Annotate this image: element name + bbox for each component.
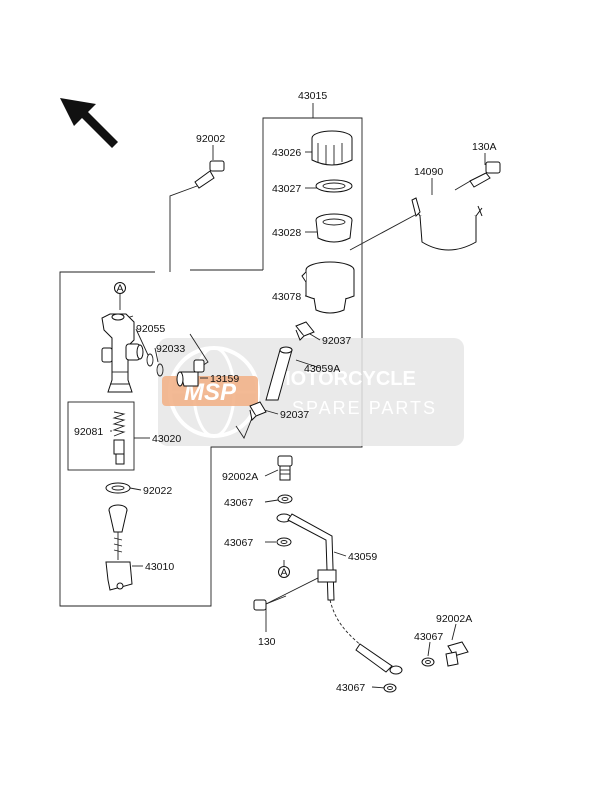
label-130A: 130A <box>472 141 497 153</box>
part-master-cylinder-body <box>101 313 144 393</box>
part-washer-43067-4 <box>383 683 397 693</box>
label-43067-1: 43067 <box>224 497 253 509</box>
label-92037-upper: 92037 <box>322 335 351 347</box>
label-92022: 92022 <box>143 485 172 497</box>
label-43078: 43078 <box>272 291 301 303</box>
label-43015: 43015 <box>298 90 327 102</box>
marker-a-bottom: A <box>278 566 290 579</box>
part-circlip-92022 <box>105 482 131 494</box>
part-banjo-bolt-92002A-upper <box>277 455 293 481</box>
assembly-outlines <box>59 117 363 607</box>
label-92037-lower: 92037 <box>280 409 309 421</box>
label-43026: 43026 <box>272 147 301 159</box>
part-banjo-bolt-92002A-lower <box>445 641 469 667</box>
label-92033: 92033 <box>156 343 185 355</box>
label-43010: 43010 <box>145 561 174 573</box>
part-lower-hose-end <box>355 643 403 675</box>
part-washer-43067-2 <box>276 537 292 547</box>
label-92002A-upper: 92002A <box>222 471 258 483</box>
part-piston-kit-43020 <box>112 411 126 465</box>
part-reservoir-cap-43026 <box>311 130 353 166</box>
label-14090: 14090 <box>414 166 443 178</box>
label-43067-2: 43067 <box>224 537 253 549</box>
label-43067-3: 43067 <box>414 631 443 643</box>
part-plate-43027 <box>315 179 353 193</box>
part-washer-43067-3 <box>421 657 435 667</box>
marker-a-bottom-label: A <box>280 567 287 579</box>
label-43067-4: 43067 <box>336 682 365 694</box>
label-13159: 13159 <box>210 373 239 385</box>
part-diaphragm-43028 <box>315 213 353 243</box>
label-43059: 43059 <box>348 551 377 563</box>
marker-a-top: A <box>114 282 126 295</box>
part-labels: 43015 92002 43026 43027 43028 43078 1409… <box>74 90 497 694</box>
label-92002: 92002 <box>196 133 225 145</box>
label-43028: 43028 <box>272 227 301 239</box>
watermark-line1: MOTORCYCLE <box>274 368 416 390</box>
part-push-rod-43010 <box>105 504 133 591</box>
part-reservoir-43078 <box>301 261 355 314</box>
part-hose-43059 <box>276 513 337 601</box>
part-bolt-130 <box>253 595 287 611</box>
label-92002A-lower: 92002A <box>436 613 472 625</box>
watermark: MSP MOTORCYCLE SPARE PARTS <box>158 338 464 446</box>
part-washer-43067-1 <box>277 494 293 504</box>
label-92081: 92081 <box>74 426 103 438</box>
part-fitting-13159 <box>176 359 205 387</box>
part-bolt-92002 <box>194 160 225 189</box>
marker-a-top-label: A <box>116 283 123 295</box>
label-92055: 92055 <box>136 323 165 335</box>
label-130: 130 <box>258 636 276 648</box>
label-43059A: 43059A <box>304 363 340 375</box>
label-43020: 43020 <box>152 433 181 445</box>
watermark-line2: SPARE PARTS <box>292 398 437 418</box>
part-bracket-14090 <box>411 197 483 251</box>
part-hose-43059A <box>265 346 293 401</box>
part-clamp-92037-upper <box>295 321 315 341</box>
part-clamp-92037-lower <box>249 401 267 422</box>
label-43027: 43027 <box>272 183 301 195</box>
part-bolt-130A <box>469 161 501 188</box>
part-o-rings-92055-92033 <box>146 353 164 377</box>
direction-arrow-icon <box>60 98 118 148</box>
